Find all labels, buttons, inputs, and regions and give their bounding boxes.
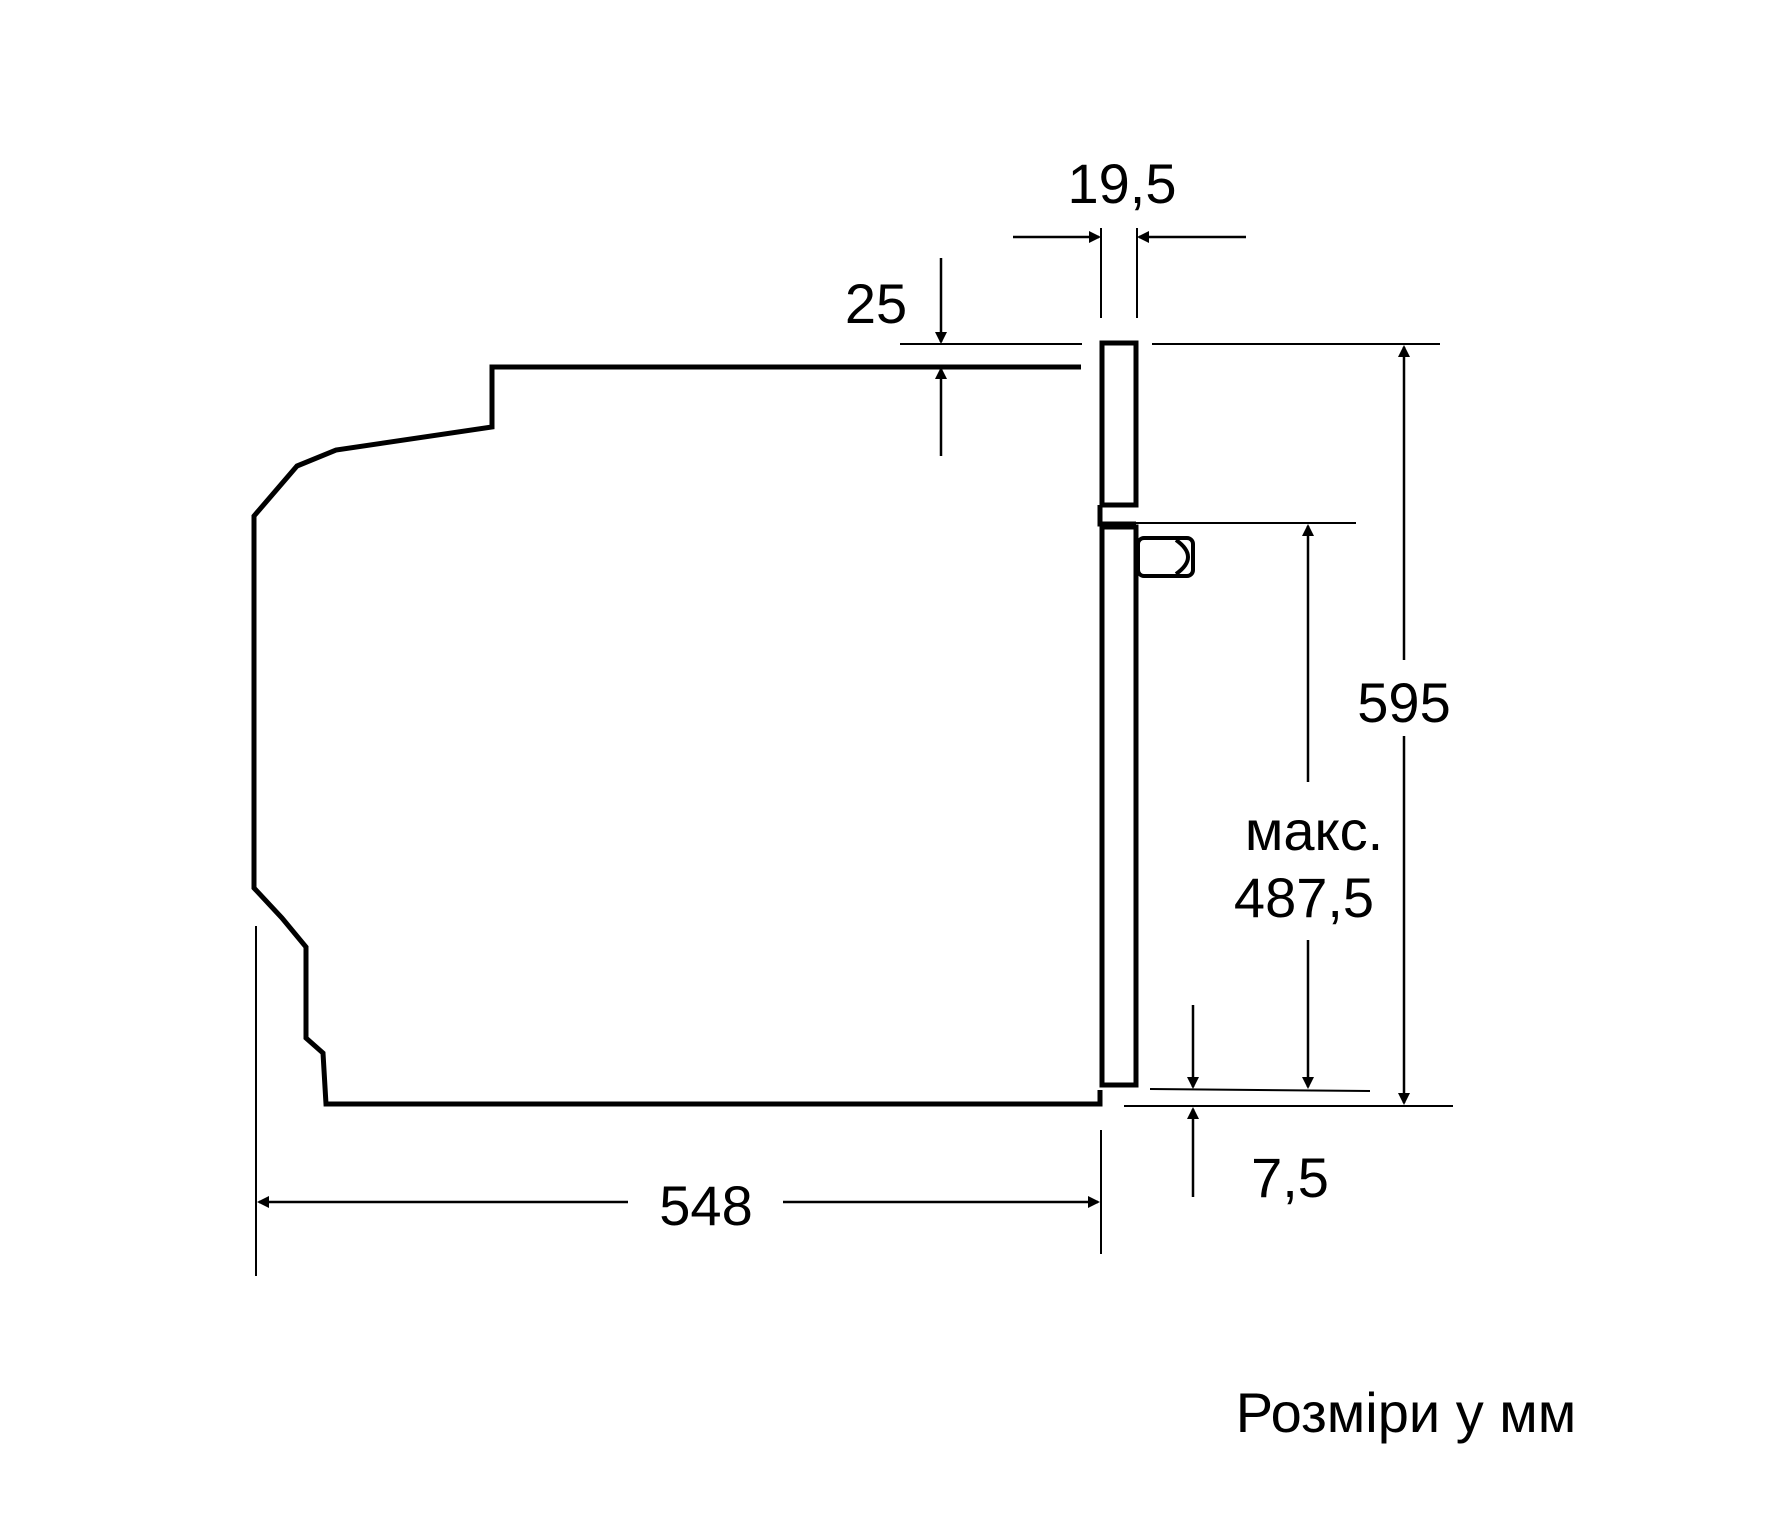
dim-max-value: 487,5 bbox=[1234, 866, 1374, 929]
dim-top-gap: 25 bbox=[845, 272, 907, 335]
dim-bottom-gap: 7,5 bbox=[1251, 1146, 1329, 1209]
dim-total-height: 595 bbox=[1357, 671, 1450, 734]
door-lower-panel bbox=[1099, 524, 1139, 1088]
units-caption: Розміри у мм bbox=[1236, 1381, 1577, 1444]
door-handle bbox=[1136, 536, 1195, 578]
ref-line-bottom-487 bbox=[1149, 1088, 1371, 1092]
dim-door-thickness: 19,5 bbox=[1068, 152, 1177, 215]
dim-depth: 548 bbox=[659, 1174, 752, 1237]
door-upper-panel bbox=[1099, 340, 1139, 508]
door-notch bbox=[1097, 505, 1136, 527]
dim-max-label: макс. bbox=[1245, 799, 1383, 862]
oven-body-outline bbox=[251, 364, 1103, 1107]
